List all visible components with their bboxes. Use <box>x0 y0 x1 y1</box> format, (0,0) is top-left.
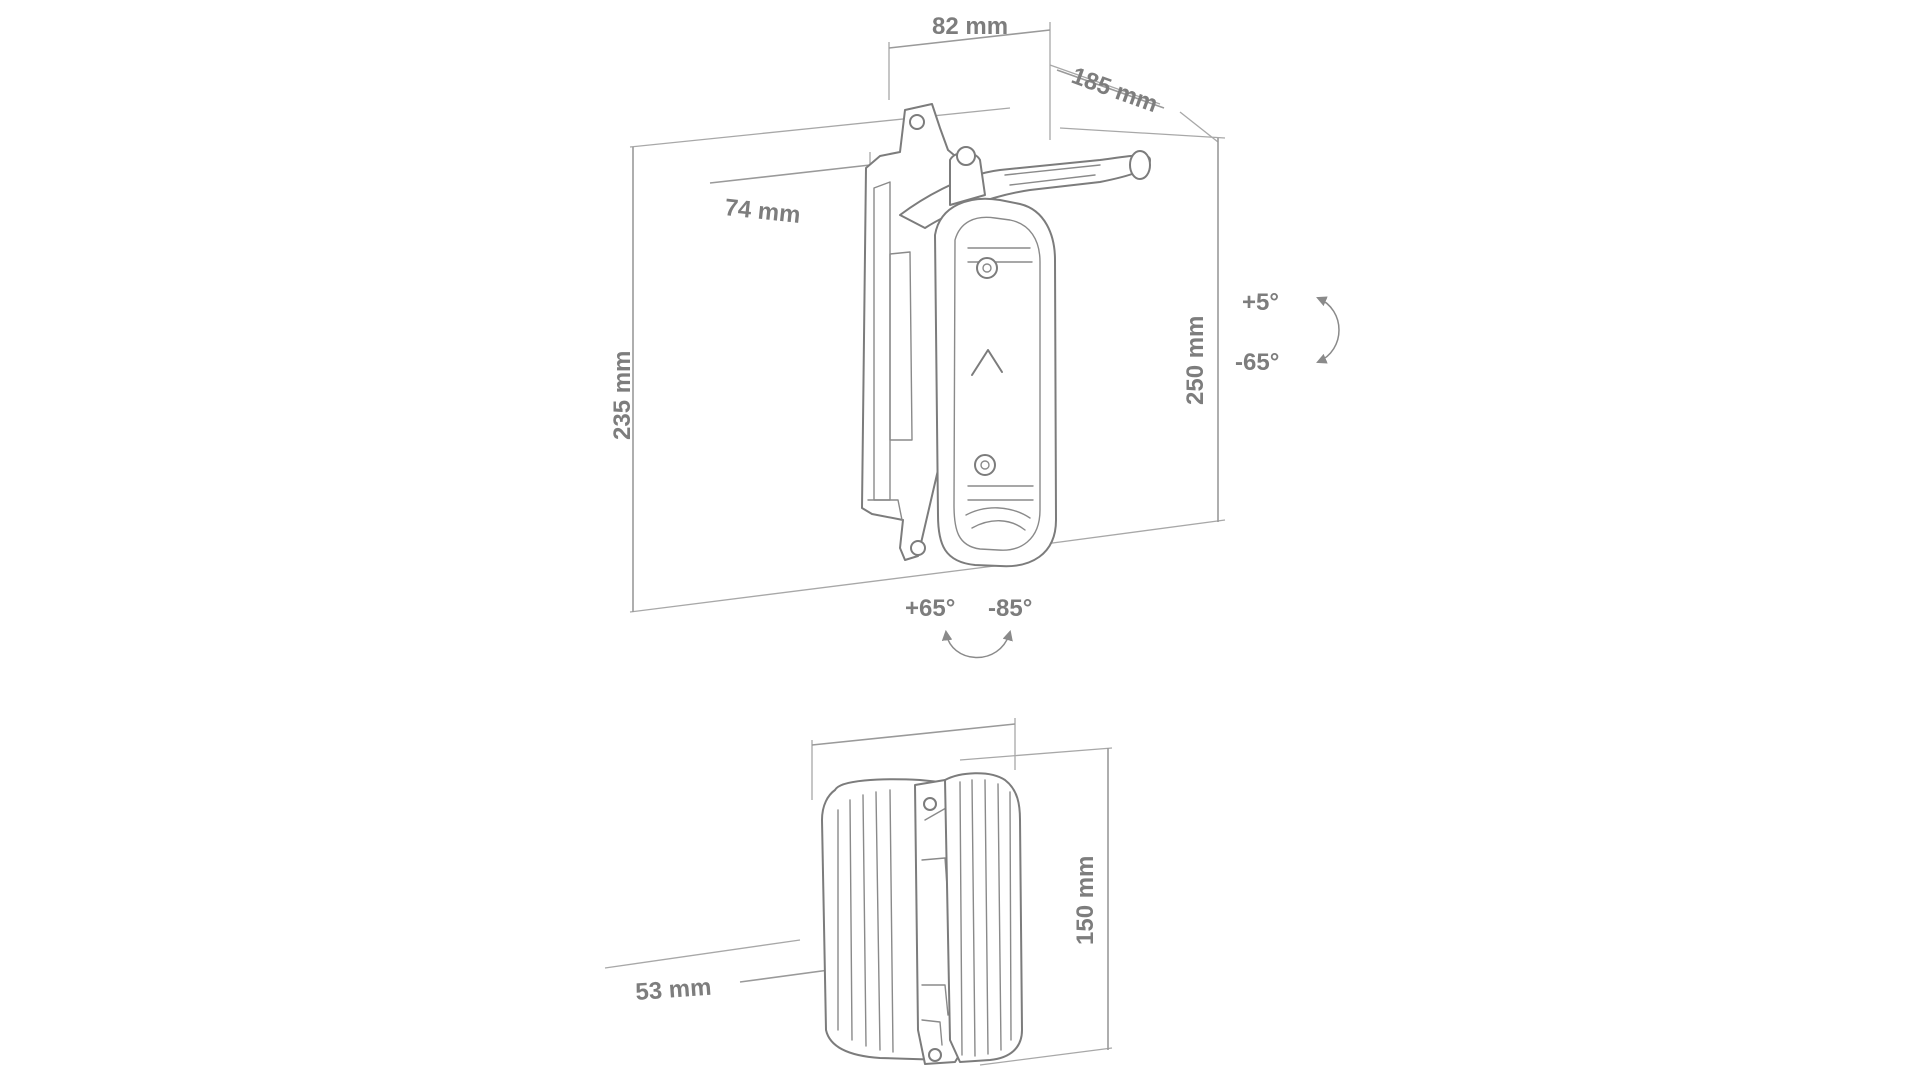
dimension-74mm: 74 mm <box>709 152 871 229</box>
dimension-235mm: 235 mm <box>609 107 1011 613</box>
label-235mm: 235 mm <box>609 351 636 440</box>
dimension-150mm: 150 mm <box>959 747 1113 1066</box>
swivel-rotation: +65° -85° <box>905 595 1032 659</box>
swivel-arrow-icon <box>941 629 1013 659</box>
cradle-body <box>934 197 1057 568</box>
label-tilt-up: +5° <box>1242 289 1279 316</box>
label-185mm: 185 mm <box>1068 62 1161 118</box>
logo-chevron <box>971 349 1003 376</box>
tilt-arrow-icon <box>1316 296 1340 364</box>
folded-pad-right <box>944 772 1023 1063</box>
folded-pad-left <box>821 778 946 1061</box>
dimension-185mm: 185 mm <box>1049 62 1219 143</box>
label-82mm: 82 mm <box>932 13 1008 40</box>
label-150mm: 150 mm <box>1072 856 1099 945</box>
label-250mm: 250 mm <box>1182 316 1209 405</box>
label-tilt-down: -65° <box>1235 349 1279 376</box>
dimension-250mm: 250 mm <box>1014 127 1226 549</box>
dimension-82mm: 82 mm <box>888 13 1051 140</box>
label-74mm: 74 mm <box>723 194 801 229</box>
tilt-rotation: +5° -65° <box>1235 289 1340 376</box>
mount-folded-view: 150 mm 53 mm <box>604 718 1113 1066</box>
mount-unfolded-view: 82 mm 185 mm 74 mm 235 mm 250 mm <box>609 13 1340 659</box>
label-swivel-right: -85° <box>988 595 1032 622</box>
label-swivel-left: +65° <box>905 595 955 622</box>
dimension-folded-width <box>811 718 1016 800</box>
label-53mm: 53 mm <box>635 974 713 1006</box>
